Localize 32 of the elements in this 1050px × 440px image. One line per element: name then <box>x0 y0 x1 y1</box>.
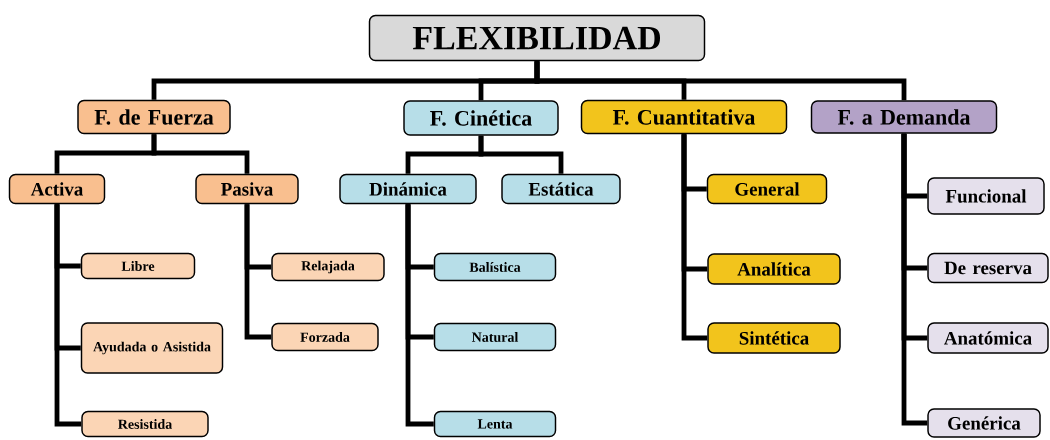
subtype-box: Lenta <box>433 410 557 438</box>
category-box: F. Cuantitativa <box>580 99 788 135</box>
type-box: Anatómica <box>927 322 1049 354</box>
connector-line <box>534 61 907 101</box>
type-box: Pasiva <box>195 173 299 205</box>
connector-line <box>151 134 250 174</box>
connector-line <box>478 135 564 174</box>
type-box: General <box>706 173 828 205</box>
type-box: Analítica <box>707 253 841 285</box>
connector-line <box>54 204 82 427</box>
connector-line <box>901 133 928 426</box>
category-box: F. Cinética <box>403 100 559 136</box>
subtype-box: Relajada <box>271 252 385 282</box>
subtype-box: Resistida <box>81 410 209 438</box>
category-box: F. de Fuerza <box>77 99 231 135</box>
connector-line <box>681 134 708 341</box>
subtype-box: Natural <box>433 322 557 352</box>
type-box: Estática <box>501 173 621 205</box>
connector-line <box>244 204 272 340</box>
subtype-box: Ayudada o Asistida <box>80 322 224 374</box>
type-box: Sintética <box>707 322 841 354</box>
subtype-box: Forzada <box>271 322 379 352</box>
type-box: Genérica <box>927 408 1041 438</box>
subtype-box: Balística <box>433 252 557 282</box>
type-box: Activa <box>8 173 106 205</box>
type-box: De reserva <box>927 252 1049 284</box>
subtype-box: Libre <box>80 252 196 280</box>
type-box: Dinámica <box>339 173 477 205</box>
category-box: F. a Demanda <box>810 100 998 134</box>
title-box: FLEXIBILIDAD <box>368 14 706 62</box>
connector-line <box>405 204 434 427</box>
type-box: Funcional <box>927 177 1045 215</box>
